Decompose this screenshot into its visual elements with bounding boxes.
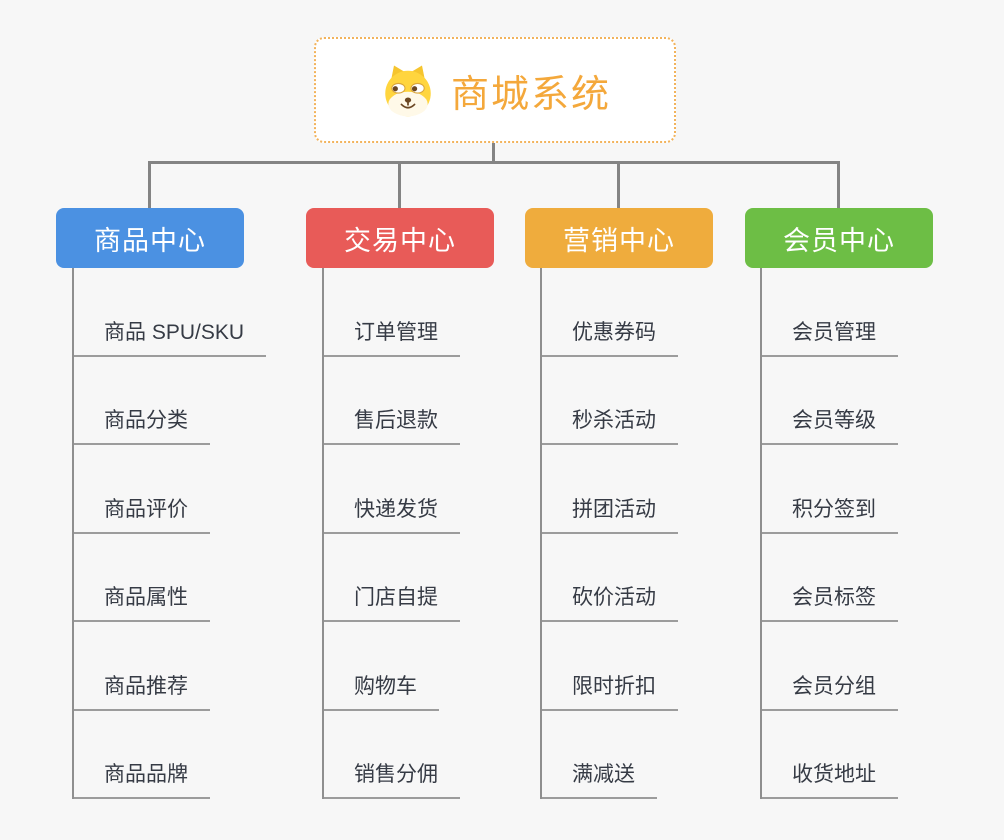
leaf-node[interactable]: 秒杀活动 <box>542 357 678 445</box>
leaf-node[interactable]: 会员分组 <box>762 622 898 711</box>
root-stem-connector <box>492 142 495 163</box>
leaf-node[interactable]: 订单管理 <box>324 268 460 357</box>
branch-node-member-center[interactable]: 会员中心 <box>745 208 933 268</box>
leaf-node[interactable]: 满减送 <box>542 711 657 799</box>
leaf-column-trade: 订单管理 售后退款 快递发货 门店自提 购物车 销售分佣 <box>322 268 460 799</box>
branch-drop-connector <box>617 161 620 208</box>
branch-drop-connector <box>837 161 840 208</box>
leaf-node[interactable]: 购物车 <box>324 622 439 711</box>
leaf-node[interactable]: 售后退款 <box>324 357 460 445</box>
root-node[interactable]: 商城系统 <box>314 37 676 143</box>
leaf-node[interactable]: 会员管理 <box>762 268 898 357</box>
leaf-node[interactable]: 商品 SPU/SKU <box>74 268 267 357</box>
leaf-node[interactable]: 商品推荐 <box>74 622 210 711</box>
leaf-node[interactable]: 商品评价 <box>74 445 210 534</box>
leaf-node[interactable]: 拼团活动 <box>542 445 678 534</box>
leaf-node[interactable]: 砍价活动 <box>542 534 678 622</box>
leaf-node[interactable]: 商品品牌 <box>74 711 210 799</box>
leaf-node[interactable]: 积分签到 <box>762 445 898 534</box>
branch-node-trade-center[interactable]: 交易中心 <box>306 208 494 268</box>
branch-node-goods-center[interactable]: 商品中心 <box>56 208 244 268</box>
branch-node-marketing-center[interactable]: 营销中心 <box>525 208 713 268</box>
root-title: 商城系统 <box>450 73 611 116</box>
branch-bus-connector <box>148 161 840 164</box>
leaf-column-member: 会员管理 会员等级 积分签到 会员标签 会员分组 收货地址 <box>760 268 898 799</box>
leaf-node[interactable]: 商品分类 <box>74 357 210 445</box>
leaf-column-marketing: 优惠券码 秒杀活动 拼团活动 砍价活动 限时折扣 满减送 <box>540 268 678 799</box>
leaf-node[interactable]: 限时折扣 <box>542 622 678 711</box>
leaf-node[interactable]: 优惠券码 <box>542 268 678 357</box>
leaf-node[interactable]: 销售分佣 <box>324 711 460 799</box>
leaf-node[interactable]: 商品属性 <box>74 534 210 622</box>
branch-drop-connector <box>398 161 401 208</box>
leaf-node[interactable]: 会员等级 <box>762 357 898 445</box>
leaf-node[interactable]: 快递发货 <box>324 445 460 534</box>
leaf-node[interactable]: 会员标签 <box>762 534 898 622</box>
branch-drop-connector <box>148 161 151 208</box>
leaf-column-goods: 商品 SPU/SKU 商品分类 商品评价 商品属性 商品推荐 商品品牌 <box>72 268 267 799</box>
leaf-node[interactable]: 门店自提 <box>324 534 460 622</box>
dog-face-icon <box>385 65 431 117</box>
leaf-node[interactable]: 收货地址 <box>762 711 898 799</box>
